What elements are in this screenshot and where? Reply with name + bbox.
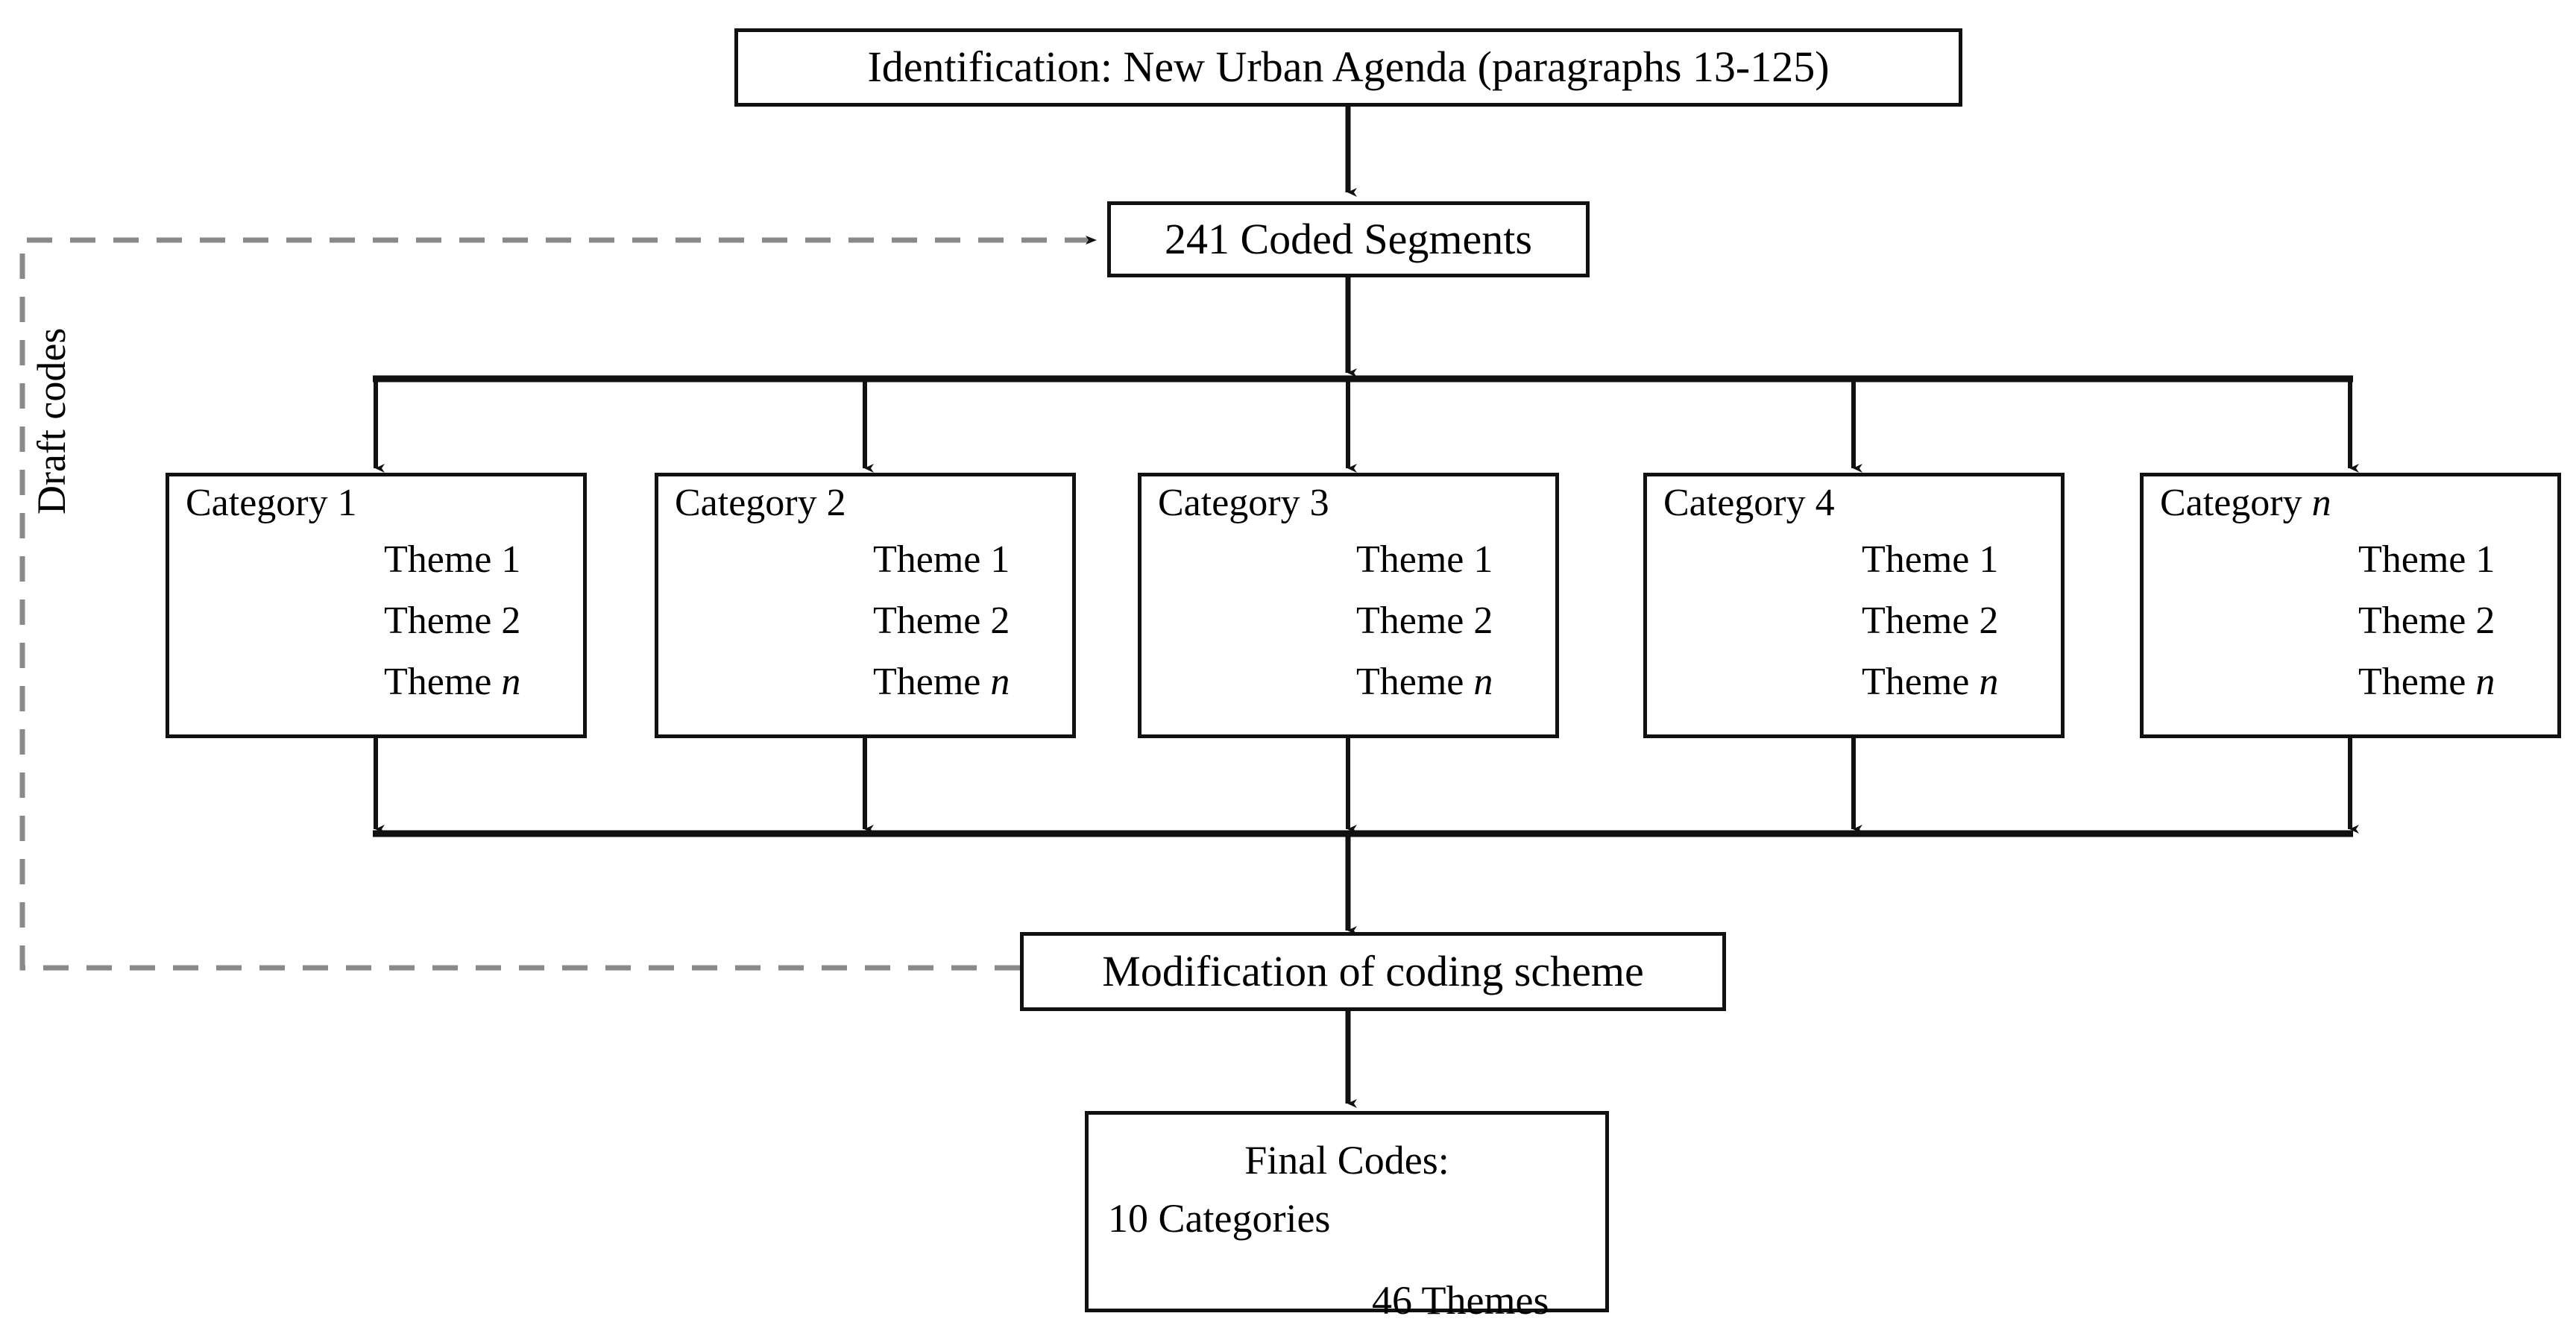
theme-suffix: 2 [2475,599,2495,642]
theme-suffix: n [990,661,1010,703]
category-3-suffix: 3 [1309,482,1329,524]
category-1-theme-1: Theme 1 [384,538,520,582]
node-coded-segments[interactable]: 241 Coded Segments [1107,201,1590,277]
category-box-1[interactable]: Category 1 Theme 1 Theme 2 Theme n [166,473,587,738]
category-4-theme-3: Theme n [1862,660,1998,704]
theme-prefix: Theme [873,661,991,703]
category-5-suffix: n [2311,482,2331,524]
category-5-label: Category n [2160,481,2331,525]
theme-prefix: Theme [1862,661,1980,703]
category-1-theme-2: Theme 2 [384,599,520,643]
theme-suffix: 1 [2475,538,2495,581]
theme-prefix: Theme [384,538,502,581]
theme-prefix: Theme [1862,538,1980,581]
final-codes-title: Final Codes: [1244,1138,1449,1183]
category-box-3[interactable]: Category 3 Theme 1 Theme 2 Theme n [1138,473,1559,738]
modification-label: Modification of coding scheme [1102,946,1644,995]
category-box-5[interactable]: Category n Theme 1 Theme 2 Theme n [2140,473,2561,738]
node-identification[interactable]: Identification: New Urban Agenda (paragr… [734,28,1962,107]
category-box-2[interactable]: Category 2 Theme 1 Theme 2 Theme n [655,473,1076,738]
theme-suffix: 1 [1979,538,1999,581]
category-2-prefix: Category [675,482,827,524]
category-4-suffix: 4 [1815,482,1835,524]
theme-suffix: n [1979,661,1999,703]
theme-prefix: Theme [873,538,991,581]
theme-suffix: 2 [1473,599,1493,642]
category-2-label: Category 2 [675,481,846,525]
category-3-theme-2: Theme 2 [1356,599,1493,643]
theme-suffix: 1 [501,538,521,581]
category-4-label: Category 4 [1663,481,1835,525]
category-3-theme-1: Theme 1 [1356,538,1493,582]
theme-prefix: Theme [2358,599,2476,642]
category-4-theme-1: Theme 1 [1862,538,1998,582]
category-2-theme-2: Theme 2 [873,599,1010,643]
category-5-prefix: Category [2160,482,2312,524]
node-modification[interactable]: Modification of coding scheme [1020,932,1726,1011]
theme-prefix: Theme [384,661,502,703]
theme-prefix: Theme [1862,599,1980,642]
theme-suffix: n [501,661,521,703]
category-5-theme-1: Theme 1 [2358,538,2495,582]
category-4-prefix: Category [1663,482,1816,524]
final-codes-categories: 10 Categories [1108,1196,1331,1241]
theme-suffix: 2 [990,599,1010,642]
theme-suffix: n [1473,661,1493,703]
category-1-theme-3: Theme n [384,660,520,704]
category-box-4[interactable]: Category 4 Theme 1 Theme 2 Theme n [1643,473,2065,738]
coded-segments-label: 241 Coded Segments [1165,214,1532,263]
category-2-suffix: 2 [826,482,846,524]
theme-suffix: 2 [1979,599,1999,642]
theme-prefix: Theme [384,599,502,642]
final-codes-themes: 46 Themes [1372,1278,1549,1322]
theme-prefix: Theme [1356,538,1474,581]
category-3-prefix: Category [1158,482,1310,524]
draft-codes-label: Draft codes [29,327,74,514]
category-4-theme-2: Theme 2 [1862,599,1998,643]
node-final-codes[interactable]: Final Codes: 10 Categories 46 Themes [1085,1111,1609,1322]
category-1-suffix: 1 [337,482,357,524]
category-5-theme-2: Theme 2 [2358,599,2495,643]
theme-prefix: Theme [2358,661,2476,703]
theme-prefix: Theme [1356,599,1474,642]
theme-suffix: 1 [990,538,1010,581]
category-1-prefix: Category [186,482,338,524]
theme-prefix: Theme [873,599,991,642]
category-5-theme-3: Theme n [2358,660,2495,704]
category-1-label: Category 1 [186,481,357,525]
theme-prefix: Theme [2358,538,2476,581]
category-2-theme-1: Theme 1 [873,538,1010,582]
theme-suffix: 1 [1473,538,1493,581]
category-3-theme-3: Theme n [1356,660,1493,704]
category-3-label: Category 3 [1158,481,1329,525]
category-2-theme-3: Theme n [873,660,1010,704]
theme-suffix: n [2475,661,2495,703]
theme-suffix: 2 [501,599,521,642]
identification-label: Identification: New Urban Agenda (paragr… [867,43,1830,92]
theme-prefix: Theme [1356,661,1474,703]
